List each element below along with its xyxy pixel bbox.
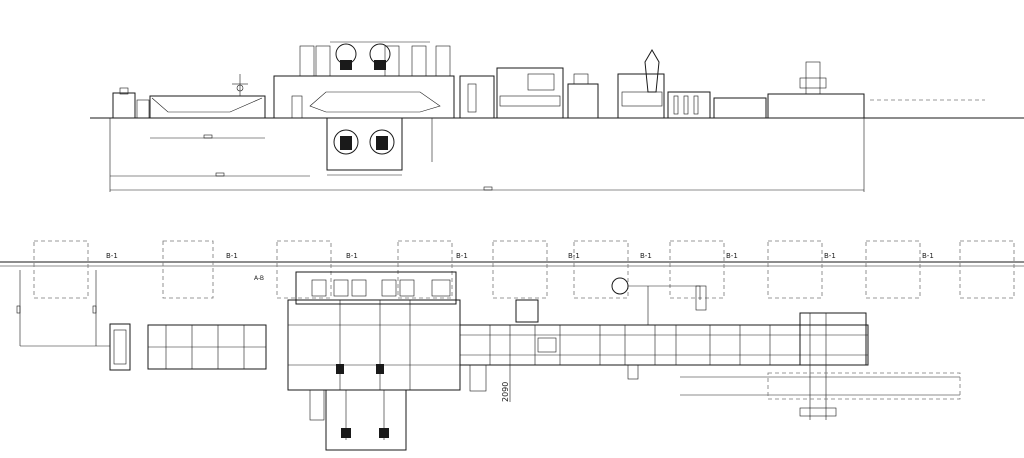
plan-view: B-1 B-1 B-1 B-1 B-1 B-1 B-1 B-1 B-1 A-B (0, 240, 1024, 451)
forming-section-elevation (273, 41, 455, 119)
width-dimension: 2090 (500, 324, 520, 402)
entry-unit-plan (109, 323, 131, 371)
elevation-view (90, 41, 1024, 192)
column-bays (33, 240, 1015, 299)
gantry-plan (611, 277, 707, 325)
accumulator-elevation (149, 74, 266, 119)
column-label: B-1 (226, 252, 238, 260)
entry-machine-elevation (112, 87, 150, 119)
column-label: B-1 (106, 252, 118, 260)
note-tag: A-B (254, 275, 264, 282)
column-label: B-1 (726, 252, 738, 260)
main-conveyor-plan (459, 299, 869, 392)
forming-section-plan (287, 271, 461, 391)
exit-stacker-plan (680, 312, 961, 420)
coil-stands-elevation (326, 117, 433, 171)
column-label: B-1 (824, 252, 836, 260)
column-label: B-1 (640, 252, 652, 260)
column-label: B-1 (346, 252, 358, 260)
column-label: B-1 (922, 252, 934, 260)
accumulator-plan (147, 324, 267, 370)
downstream-equipment-elevation (459, 49, 865, 119)
dimension-2090-label: 2090 (501, 382, 510, 402)
plan-left-dimension (16, 270, 110, 347)
column-label: B-1 (456, 252, 468, 260)
column-label-group: B-1 B-1 B-1 B-1 B-1 B-1 B-1 B-1 B-1 A-B (106, 252, 934, 282)
elevation-dimensions (109, 118, 865, 192)
column-label: B-1 (568, 252, 580, 260)
coil-stands-plan (309, 389, 407, 451)
